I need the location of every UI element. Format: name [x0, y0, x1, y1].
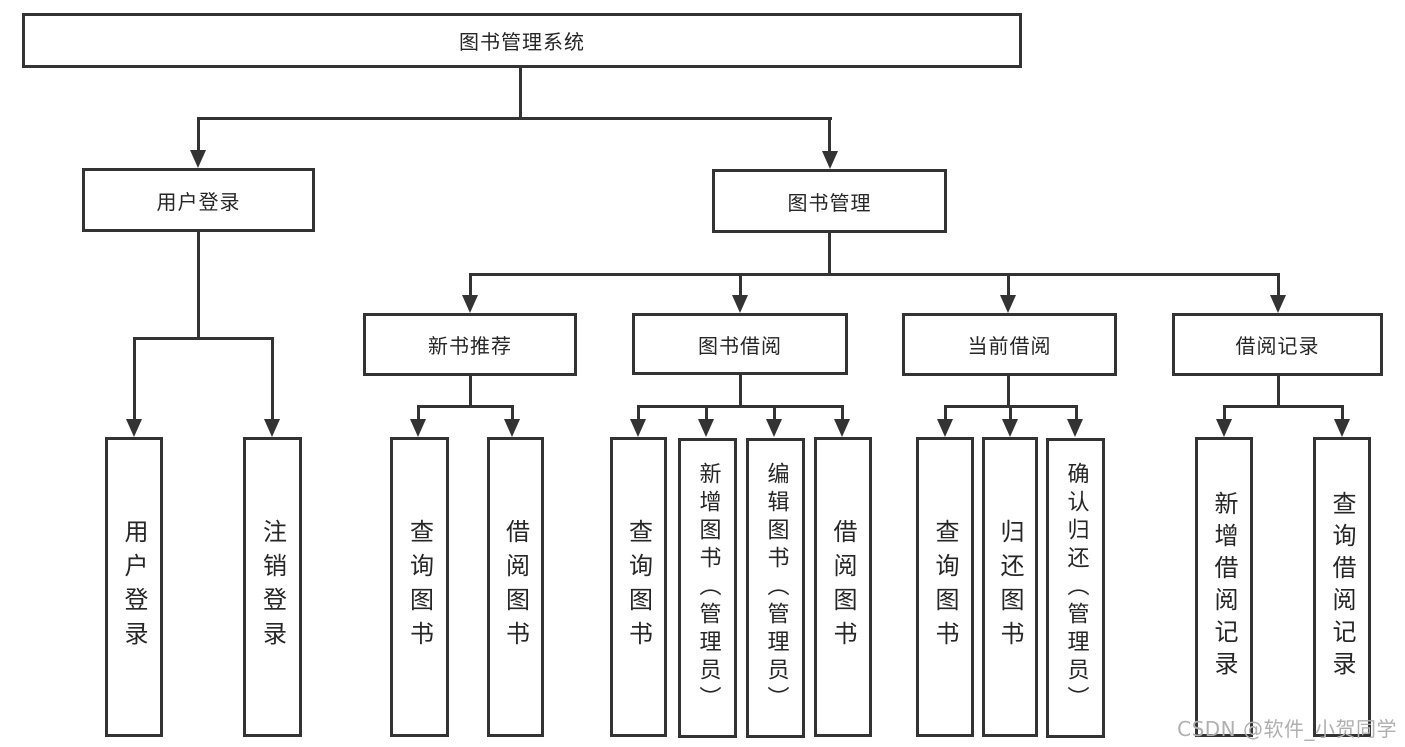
connector-to-leaf [637, 405, 640, 421]
connector-to-user-login [197, 117, 200, 152]
leaf-user-login: 用户登录 [105, 437, 163, 737]
connector-to-borrow-records [1277, 273, 1280, 297]
node-user-login: 用户登录 [82, 168, 315, 232]
node-new-book-recommend-label: 新书推荐 [428, 334, 512, 358]
arrow-down-icon [766, 419, 782, 437]
arrow-down-icon [1216, 419, 1232, 437]
arrow-down-icon [630, 419, 646, 437]
leaf-edit-book-admin: 编辑图书（管理员） [746, 438, 805, 738]
connector-book-borrow-riser [739, 375, 742, 407]
leaf-logout-label: 注销登录 [258, 519, 287, 655]
watermark-text: CSDN @软件_小贺同学 [1177, 717, 1397, 741]
arrow-down-icon [190, 150, 206, 168]
connector-book-management-riser [828, 233, 831, 276]
node-borrow-records: 借阅记录 [1172, 313, 1383, 376]
connector-to-leaf [841, 405, 844, 421]
leaf-query-books-borrow: 查询图书 [610, 437, 667, 737]
arrow-down-icon [822, 151, 838, 169]
connector-to-leaf [1075, 405, 1078, 421]
connector-to-leaf [1341, 405, 1344, 421]
connector-book-management-fan [469, 273, 1280, 276]
node-new-book-recommend: 新书推荐 [363, 313, 577, 376]
node-root: 图书管理系统 [22, 13, 1022, 68]
leaf-borrow-books-2: 借阅图书 [814, 437, 872, 737]
connector-to-leaf [773, 405, 776, 421]
connector-to-new-book-recommend [469, 273, 472, 297]
leaf-borrow-books-recommend: 借阅图书 [487, 437, 544, 737]
connector-user-login-riser [197, 232, 200, 339]
connector-user-login-fan [133, 337, 274, 340]
leaf-add-borrow-record: 新增借阅记录 [1195, 437, 1253, 737]
leaf-query-books-recommend-label: 查询图书 [405, 519, 434, 655]
connector-current-borrow-riser [1007, 376, 1010, 407]
connector-borrow-records-fan [1223, 405, 1344, 408]
arrow-down-icon [732, 295, 748, 313]
arrow-down-icon [698, 419, 714, 437]
connector-to-leaf [705, 405, 708, 421]
connector-root-trunk [519, 68, 522, 120]
leaf-query-books-current: 查询图书 [916, 437, 974, 737]
node-user-login-label: 用户登录 [156, 189, 241, 214]
arrow-down-icon [462, 295, 478, 313]
connector-book-borrow-fan [637, 405, 844, 408]
arrow-down-icon [410, 419, 426, 437]
leaf-query-books-current-label: 查询图书 [931, 519, 959, 655]
connector-new-book-riser [469, 376, 472, 407]
connector-to-leaf [511, 405, 514, 421]
leaf-confirm-return-admin: 确认归还（管理员） [1046, 438, 1105, 738]
arrow-down-icon [264, 419, 280, 437]
connector-borrow-records-riser [1277, 376, 1280, 407]
arrow-down-icon [504, 419, 520, 437]
leaf-borrow-books-2-label: 借阅图书 [829, 519, 857, 655]
leaf-add-book-admin-label: 新增图书（管理员） [695, 462, 721, 714]
leaf-user-login-label: 用户登录 [120, 519, 148, 655]
node-borrow-records-label: 借阅记录 [1235, 334, 1320, 358]
node-book-borrow-label: 图书借阅 [698, 333, 782, 358]
connector-to-leaf-user-login [133, 337, 136, 421]
node-book-management-label: 图书管理 [787, 190, 872, 215]
connector-to-book-management [828, 117, 831, 152]
arrow-down-icon [1000, 295, 1016, 313]
leaf-logout: 注销登录 [243, 437, 302, 737]
connector-to-leaf [417, 405, 420, 421]
leaf-edit-book-admin-label: 编辑图书（管理员） [763, 462, 789, 714]
connector-to-current-borrow [1007, 273, 1010, 297]
leaf-query-borrow-record-label: 查询借阅记录 [1328, 491, 1356, 683]
connector-to-leaf [1009, 405, 1012, 421]
leaf-borrow-books-recommend-label: 借阅图书 [501, 519, 530, 655]
arrow-down-icon [937, 419, 953, 437]
node-book-management: 图书管理 [712, 169, 947, 233]
node-current-borrow: 当前借阅 [902, 313, 1117, 376]
leaf-confirm-return-admin-label: 确认归还（管理员） [1063, 462, 1089, 714]
node-current-borrow-label: 当前借阅 [967, 334, 1052, 358]
connector-to-leaf [944, 405, 947, 421]
leaf-return-book: 归还图书 [982, 437, 1038, 737]
arrow-down-icon [1334, 419, 1350, 437]
leaf-return-book-label: 归还图书 [996, 519, 1024, 655]
arrow-down-icon [126, 419, 142, 437]
connector-new-book-fan [417, 405, 514, 408]
connector-to-leaf [1223, 405, 1226, 421]
connector-root-fan [199, 117, 832, 120]
arrow-down-icon [1270, 295, 1286, 313]
arrow-down-icon [1067, 419, 1083, 437]
leaf-query-borrow-record: 查询借阅记录 [1313, 437, 1371, 737]
connector-to-leaf-logout [271, 337, 274, 421]
leaf-query-books-borrow-label: 查询图书 [624, 519, 653, 655]
arrow-down-icon [1002, 419, 1018, 437]
connector-to-book-borrow [739, 273, 742, 297]
node-root-label: 图书管理系统 [459, 30, 585, 54]
arrow-down-icon [834, 419, 850, 437]
leaf-add-book-admin: 新增图书（管理员） [678, 438, 737, 738]
leaf-query-books-recommend: 查询图书 [390, 437, 449, 737]
node-book-borrow: 图书借阅 [632, 313, 848, 375]
leaf-add-borrow-record-label: 新增借阅记录 [1210, 491, 1238, 683]
